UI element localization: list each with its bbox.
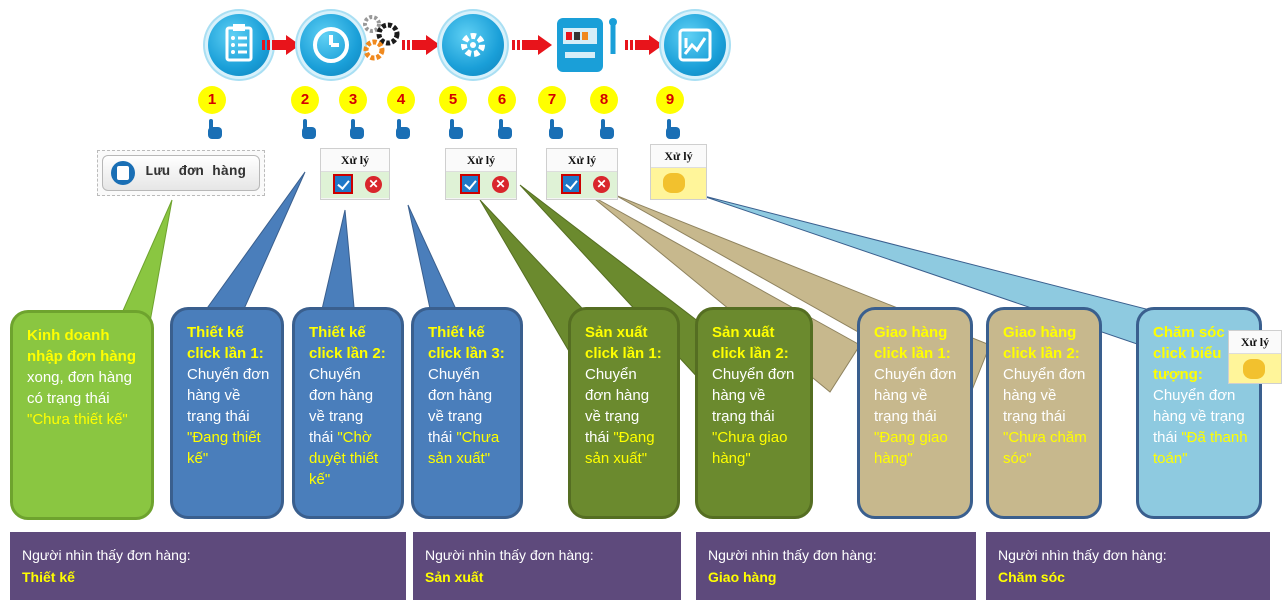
action-box: Xử lý ✕ [546, 148, 618, 200]
clock-icon [300, 14, 362, 76]
flow-arrow-icon [512, 35, 552, 55]
action-box-payment: Xử lý [650, 144, 707, 200]
growth-chart-icon [664, 14, 726, 76]
hand-pointer-icon [498, 119, 512, 139]
step-number: 1 [198, 86, 226, 114]
save-order-label: Lưu đơn hàng [145, 164, 246, 180]
connector-wedge-4 [407, 204, 461, 319]
step-number: 5 [439, 86, 467, 114]
step-number: 7 [538, 86, 566, 114]
step-number: 4 [387, 86, 415, 114]
action-box-title: Xử lý [651, 145, 706, 168]
step-number: 8 [590, 86, 618, 114]
action-box-title: Xử lý [1229, 331, 1281, 354]
action-box-payment-mini: Xử lý [1228, 330, 1282, 384]
step-number: 3 [339, 86, 367, 114]
step-bubble-5: Sản xuất click lần 1: Chuyển đơn hàng về… [568, 307, 680, 519]
action-box: Xử lý ✕ [320, 148, 390, 200]
save-order-button-frame: Lưu đơn hàng [97, 150, 265, 196]
save-order-button[interactable]: Lưu đơn hàng [102, 155, 260, 191]
step-bubble-7: Giao hàng click lần 1: Chuyển đơn hàng v… [857, 307, 973, 519]
hand-pointer-icon [396, 119, 410, 139]
hand-pointer-icon [549, 119, 563, 139]
hand-pointer-icon [666, 119, 680, 139]
hand-pointer-icon [449, 119, 463, 139]
checklist-icon [208, 14, 270, 76]
gear-icon [442, 14, 504, 76]
step-bubble-4: Thiết kế click lần 3: Chuyển đơn hàng về… [411, 307, 523, 519]
approve-check-icon[interactable] [561, 174, 581, 194]
step-bubble-6: Sản xuất click lần 2: Chuyển đơn hàng về… [695, 307, 813, 519]
reject-x-icon[interactable]: ✕ [365, 176, 382, 193]
approve-check-icon[interactable] [460, 174, 480, 194]
flow-arrow-icon [262, 35, 300, 55]
step-bubble-1: Kinh doanh nhập đơn hàng xong, đơn hàng … [10, 310, 154, 520]
visibility-footer: Người nhìn thấy đơn hàng: Giao hàng [696, 532, 976, 600]
step-bubble-2: Thiết kế click lần 1: Chuyển đơn hàng về… [170, 307, 284, 519]
reject-x-icon[interactable]: ✕ [593, 176, 610, 193]
action-box: Xử lý ✕ [445, 148, 517, 200]
gears-icon [363, 15, 400, 61]
visibility-footer: Người nhìn thấy đơn hàng: Thiết kế [10, 532, 406, 600]
approve-check-icon[interactable] [333, 174, 353, 194]
connector-wedge-3 [319, 209, 356, 319]
hand-pointer-icon [600, 119, 614, 139]
action-box-title: Xử lý [321, 149, 389, 172]
reject-x-icon[interactable]: ✕ [492, 176, 509, 193]
flow-arrow-icon [625, 35, 663, 55]
payment-coin-icon[interactable] [663, 173, 685, 193]
action-box-title: Xử lý [547, 149, 617, 172]
floppy-disk-icon [111, 161, 135, 185]
action-box-title: Xử lý [446, 149, 516, 172]
step-bubble-3: Thiết kế click lần 2: Chuyển đơn hàng về… [292, 307, 404, 519]
step-number: 9 [656, 86, 684, 114]
visibility-footer: Người nhìn thấy đơn hàng: Chăm sóc [986, 532, 1270, 600]
step-number: 6 [488, 86, 516, 114]
visibility-footer: Người nhìn thấy đơn hàng: Sản xuất [413, 532, 681, 600]
hand-pointer-icon [350, 119, 364, 139]
machine-icon [555, 14, 617, 76]
payment-coin-icon[interactable] [1243, 359, 1265, 379]
hand-pointer-icon [208, 119, 222, 139]
flow-arrow-icon [402, 35, 440, 55]
step-bubble-8: Giao hàng click lần 2: Chuyển đơn hàng v… [986, 307, 1102, 519]
hand-pointer-icon [302, 119, 316, 139]
connector-wedge-1 [117, 199, 173, 323]
step-number: 2 [291, 86, 319, 114]
